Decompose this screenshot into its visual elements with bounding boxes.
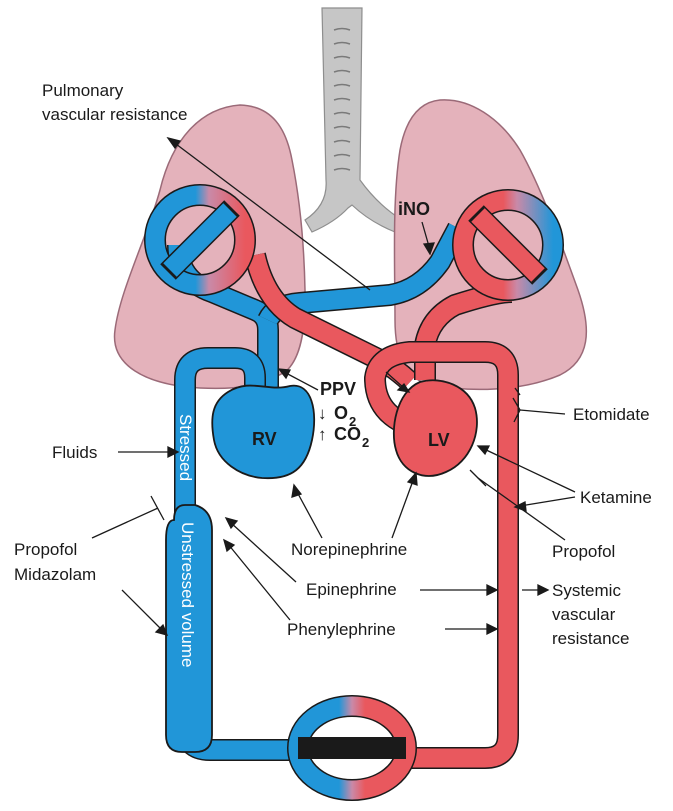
- ino-label: iNO: [398, 199, 430, 219]
- norepi-arrow-rv-head: [292, 485, 301, 497]
- phenylephrine-label: Phenylephrine: [287, 620, 396, 639]
- co2-subscript: 2: [362, 435, 369, 450]
- epi-arrow-vein: [230, 522, 296, 582]
- propofol-right-line: [478, 478, 565, 540]
- unstressed-volume-label: Unstressed volume: [178, 522, 197, 668]
- co2-label: ↑ CO 2: [318, 424, 369, 450]
- fluids-label: Fluids: [52, 443, 97, 462]
- left-ventricle: [394, 380, 477, 476]
- o2-arrow: ↓: [318, 404, 327, 423]
- svr-label-line2: vascular: [552, 605, 616, 624]
- norepi-arrow-rv: [296, 490, 322, 538]
- ketamine-arrow-lv-head: [478, 446, 489, 454]
- propofol-label-right: Propofol: [552, 542, 615, 561]
- etomidate-label: Etomidate: [573, 405, 650, 424]
- o2-main: O: [334, 403, 348, 423]
- norepi-arrow-lv-head: [408, 473, 417, 485]
- trachea: [305, 8, 402, 232]
- phenyl-arrow-vein: [228, 544, 290, 620]
- norepi-arrow-lv: [392, 478, 414, 538]
- norepinephrine-label: Norepinephrine: [291, 540, 407, 559]
- phenyl-arrow-artery-head: [487, 624, 497, 634]
- ppv-label: PPV: [320, 379, 356, 399]
- lv-label: LV: [428, 430, 450, 450]
- co2-main: CO: [334, 424, 361, 444]
- co2-arrow: ↑: [318, 425, 327, 444]
- midazolam-label: Midazolam: [14, 565, 96, 584]
- propofol-right-blocker: [470, 470, 486, 486]
- propofol-midazolam-line: [92, 508, 158, 538]
- etomidate-line: [520, 410, 565, 414]
- pvr-label-line1: Pulmonary: [42, 81, 124, 100]
- stressed-label: Stressed: [176, 414, 195, 481]
- propofol-label-left: Propofol: [14, 540, 77, 559]
- pvr-label-line2: vascular resistance: [42, 105, 188, 124]
- ketamine-arrow-artery: [520, 497, 575, 506]
- ketamine-label: Ketamine: [580, 488, 652, 507]
- systemic-capillary-loop: [298, 706, 406, 790]
- svr-label-line3: resistance: [552, 629, 629, 648]
- epi-arrow-artery-head: [487, 585, 497, 595]
- ketamine-arrow-lv: [482, 448, 575, 492]
- propofol-midazolam-blocker: [151, 496, 164, 520]
- midazolam-arrow: [122, 590, 162, 630]
- svr-arrow-head: [538, 585, 548, 595]
- svr-label-line1: Systemic: [552, 581, 621, 600]
- rv-label: RV: [252, 429, 277, 449]
- epinephrine-label: Epinephrine: [306, 580, 397, 599]
